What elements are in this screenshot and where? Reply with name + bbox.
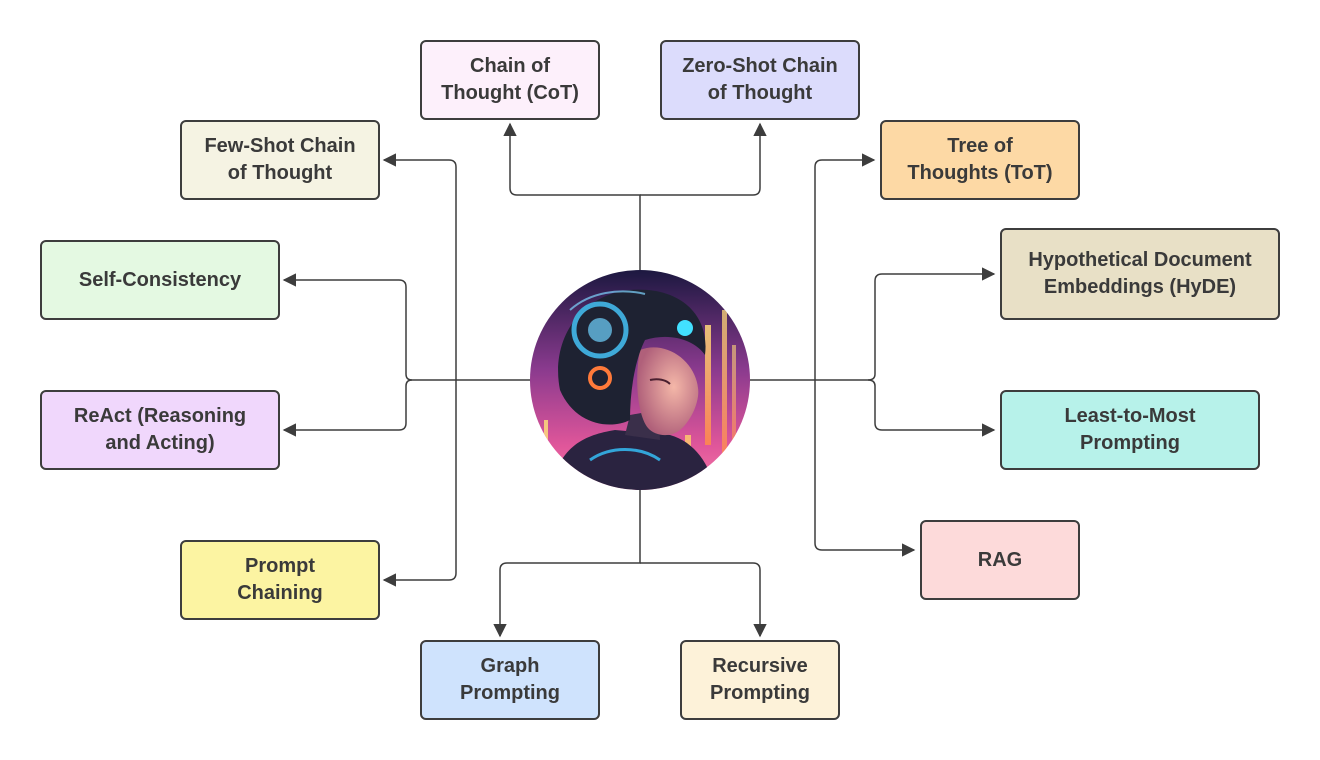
edge-prompt-chaining xyxy=(382,380,457,587)
edge-graph-prompting xyxy=(493,490,641,638)
edge-recursive-prompting xyxy=(640,562,767,638)
node-least-to-most[interactable]: Least-to-Most Prompting xyxy=(1000,390,1260,470)
edge-least-to-most xyxy=(867,379,996,437)
edge-tot xyxy=(814,153,876,380)
edge-cot xyxy=(503,122,641,270)
node-rag[interactable]: RAG xyxy=(920,520,1080,600)
node-tree-of-thoughts[interactable]: Tree of Thoughts (ToT) xyxy=(880,120,1080,200)
node-chain-of-thought[interactable]: Chain of Thought (CoT) xyxy=(420,40,600,120)
node-react-label: ReAct (Reasoning and Acting) xyxy=(73,405,247,454)
node-prompt-chaining-label: Prompt Chaining xyxy=(237,555,323,604)
edge-zero-shot-cot xyxy=(640,122,767,196)
node-rag-label: RAG xyxy=(977,548,1023,571)
node-few-shot-chain-of-thought-label: Few-Shot Chain of Thought xyxy=(204,135,356,184)
center-avatar xyxy=(530,270,750,490)
edge-few-shot-cot xyxy=(382,153,457,380)
node-zero-shot-chain-of-thought[interactable]: Zero-Shot Chain of Thought xyxy=(660,40,860,120)
edge-hyde xyxy=(867,267,996,381)
node-few-shot-chain-of-thought[interactable]: Few-Shot Chain of Thought xyxy=(180,120,380,200)
node-graph-prompting-label: Graph Prompting xyxy=(460,655,560,704)
edge-react xyxy=(282,379,413,437)
node-react[interactable]: ReAct (Reasoning and Acting) xyxy=(40,390,280,470)
node-tree-of-thoughts-label: Tree of Thoughts (ToT) xyxy=(907,135,1053,184)
node-zero-shot-chain-of-thought-label: Zero-Shot Chain of Thought xyxy=(682,55,838,104)
edge-rag xyxy=(814,380,916,557)
node-hyde[interactable]: Hypothetical Document Embeddings (HyDE) xyxy=(1000,228,1280,320)
node-self-consistency[interactable]: Self-Consistency xyxy=(40,240,280,320)
node-graph-prompting[interactable]: Graph Prompting xyxy=(420,640,600,720)
node-chain-of-thought-label: Chain of Thought (CoT) xyxy=(441,55,579,104)
node-least-to-most-label: Least-to-Most Prompting xyxy=(1064,405,1196,454)
node-self-consistency-label: Self-Consistency xyxy=(78,268,242,291)
node-hyde-label: Hypothetical Document Embeddings (HyDE) xyxy=(1028,249,1252,298)
node-recursive-prompting[interactable]: Recursive Prompting xyxy=(680,640,840,720)
node-prompt-chaining[interactable]: Prompt Chaining xyxy=(180,540,380,620)
node-recursive-prompting-label: Recursive Prompting xyxy=(710,655,810,704)
edge-self-consistency xyxy=(282,273,413,381)
robot-woman-portrait-icon xyxy=(530,270,750,490)
